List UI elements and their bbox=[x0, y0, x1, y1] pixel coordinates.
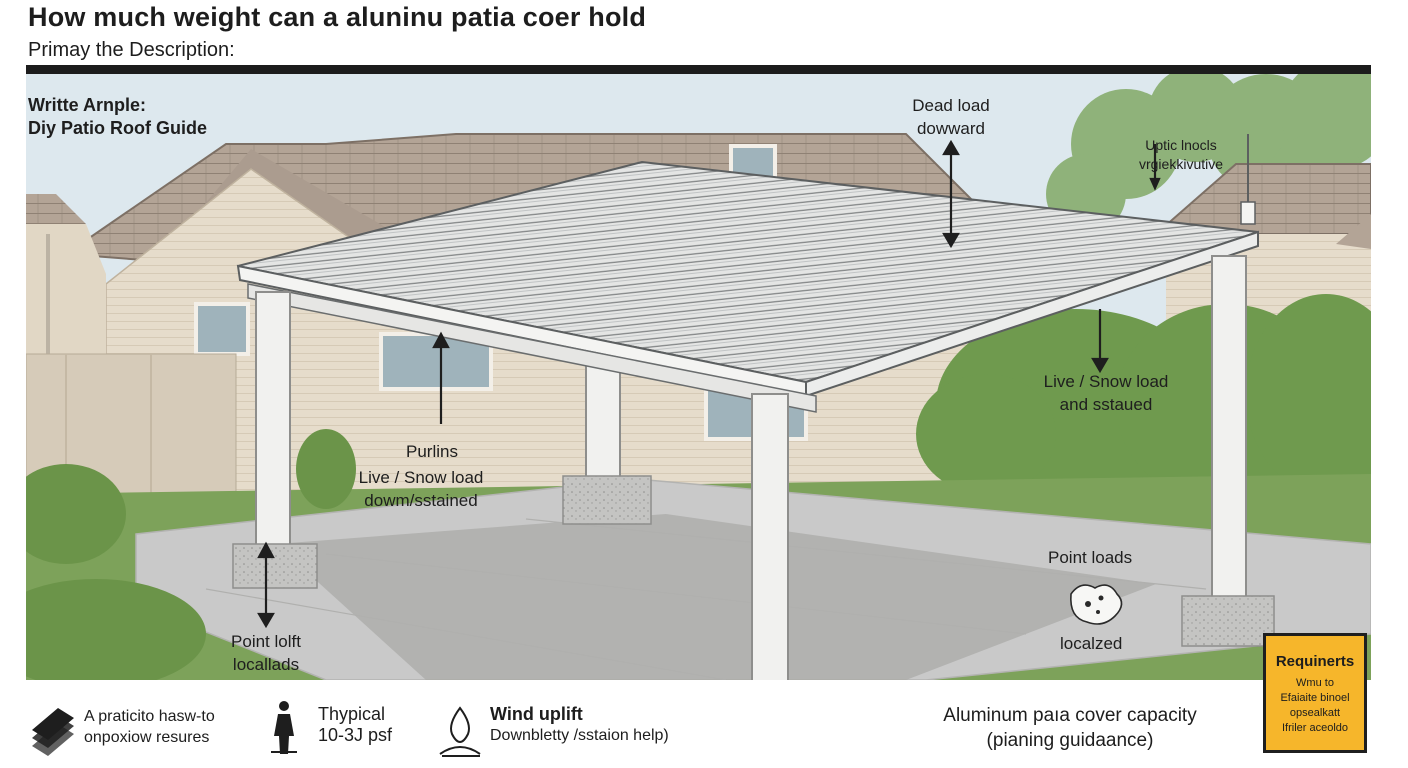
capacity-caption: Aluminum paıa cover capacity (pianing gu… bbox=[905, 703, 1235, 753]
wind-line2: Downbletty /sstaion help) bbox=[490, 727, 669, 744]
capacity-line1: Aluminum paıa cover capacity bbox=[943, 705, 1197, 726]
rock-icon bbox=[1070, 584, 1123, 625]
howto-line2: onpoxiow resures bbox=[84, 729, 210, 746]
patio-scene-svg bbox=[26, 74, 1371, 680]
hedge bbox=[916, 294, 1371, 504]
requirements-line: Ifriler aceoldo bbox=[1281, 722, 1349, 734]
wind-snow-icon bbox=[439, 706, 481, 757]
guide-label: Writte Arnple: Diy Patio Roof Guide bbox=[28, 95, 208, 138]
typical-line1: Thypical bbox=[318, 704, 386, 724]
purlins-label: Purlins bbox=[406, 442, 458, 461]
requirements-line: opsealkatt bbox=[1289, 707, 1341, 719]
uplift-label: Uptic lnocls vrgiekkivutive bbox=[1138, 137, 1224, 172]
requirements-heading: Requinerts bbox=[1275, 653, 1355, 670]
patio-illustration: Writte Arnple: Diy Patio Roof Guide Dead… bbox=[26, 74, 1371, 680]
wind-line1: Wind uplift bbox=[490, 704, 583, 724]
requirements-line: Wmu to bbox=[1296, 677, 1334, 689]
live-snow-load-left-label: Live / Snow load dowm/sstained bbox=[358, 468, 484, 510]
requirements-line: Efaiaite binoel bbox=[1280, 692, 1350, 704]
document-stack-icon bbox=[32, 708, 74, 756]
live-snow-load-right-label: Live / Snow load and sstaued bbox=[1043, 372, 1169, 414]
typical-line2: 10-3J psf bbox=[318, 725, 393, 745]
capacity-line2: (pianing guidaance) bbox=[986, 730, 1154, 751]
header-rule bbox=[26, 65, 1371, 74]
uplift-gauge bbox=[1240, 134, 1256, 225]
howto-line1: A praticito hasw-to bbox=[84, 708, 215, 725]
page-subtitle: Primay the Description: bbox=[28, 39, 235, 61]
load-arrows bbox=[257, 139, 1161, 629]
point-loads-label: Point loads bbox=[1048, 548, 1133, 567]
point-lift-label: Point lolft locallads bbox=[231, 632, 301, 674]
person-load-icon bbox=[271, 701, 297, 754]
localized-label: localzed bbox=[1060, 634, 1123, 653]
typical-item: Thypical 10-3J psf bbox=[268, 692, 418, 762]
howto-item: A praticito hasw-to onpoxiow resures bbox=[28, 692, 248, 762]
page-title: How much weight can a aluninu patia coer… bbox=[28, 2, 647, 32]
requirements-box: Requinerts Wmu to Efaiaite binoel opseal… bbox=[1263, 633, 1367, 753]
dead-load-label: Dead load dowward bbox=[912, 96, 990, 138]
wind-uplift-item: Wind uplift Downbletty /sstaion help) bbox=[436, 692, 716, 762]
